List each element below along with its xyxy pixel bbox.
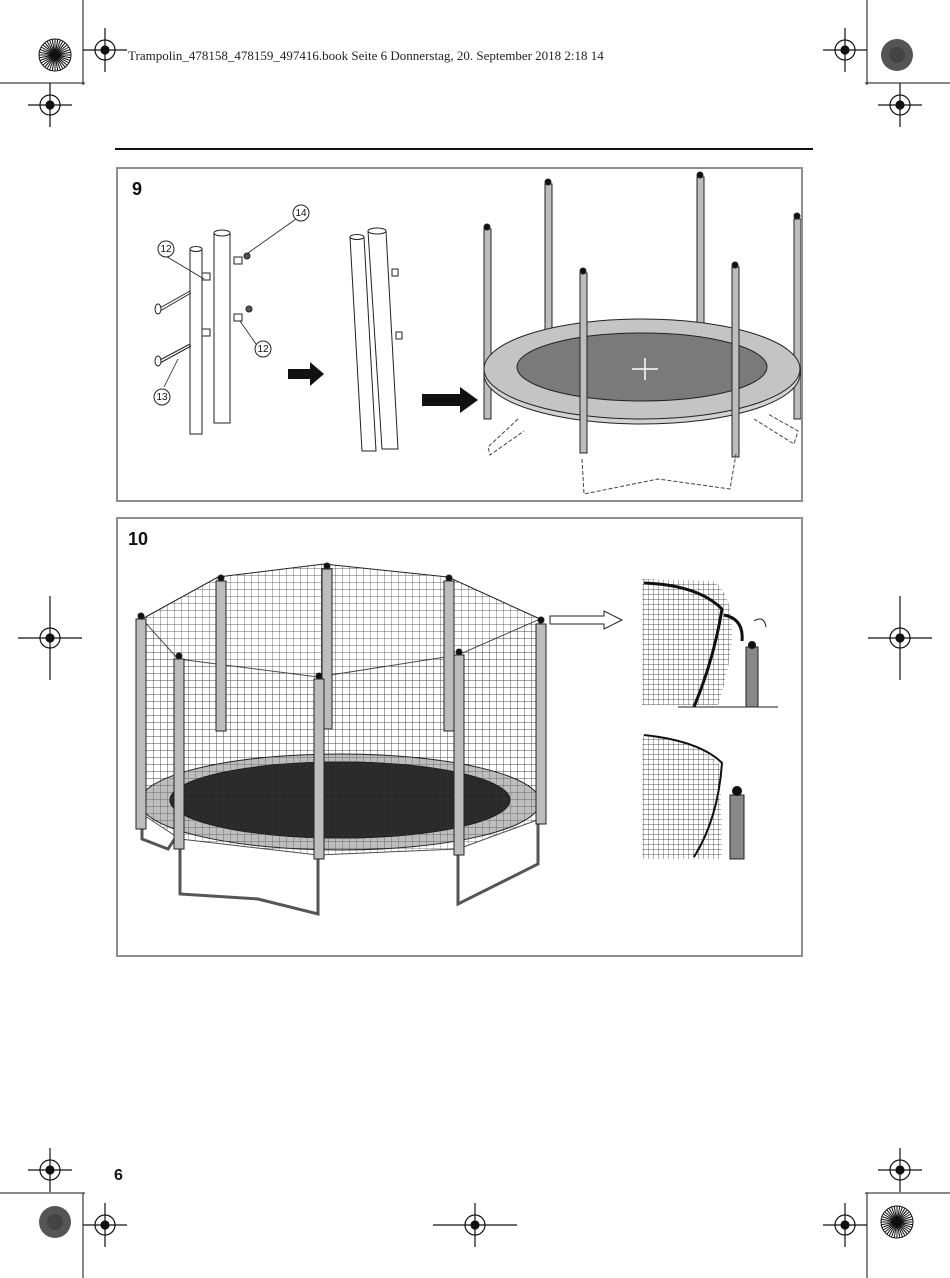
- figure-10-illustration: [135, 562, 786, 916]
- page-number: 6: [114, 1167, 123, 1184]
- callout-14: 14: [295, 208, 307, 219]
- pole-pair-exploded: [154, 229, 253, 435]
- detail-net-hook-2: [636, 721, 786, 861]
- trampoline-frame: [483, 171, 801, 495]
- detail-net-hook-1: [640, 577, 778, 708]
- callout-13: 13: [156, 392, 168, 403]
- figure-9-panel: 9: [116, 167, 803, 502]
- callout-12: 12: [160, 244, 172, 255]
- figure-number: 9: [132, 179, 143, 199]
- header-rule: [115, 148, 813, 150]
- figure-number: 10: [128, 529, 149, 549]
- print-slug: Trampolin_478158_478159_497416.book Seit…: [128, 48, 604, 63]
- figure-10-panel: 10: [116, 517, 803, 957]
- figure-9-illustration: 14 12 12 13: [153, 171, 801, 495]
- callout-12: 12: [257, 344, 269, 355]
- pole-pair-assembled: [349, 227, 403, 452]
- trampoline-with-net: [135, 562, 547, 916]
